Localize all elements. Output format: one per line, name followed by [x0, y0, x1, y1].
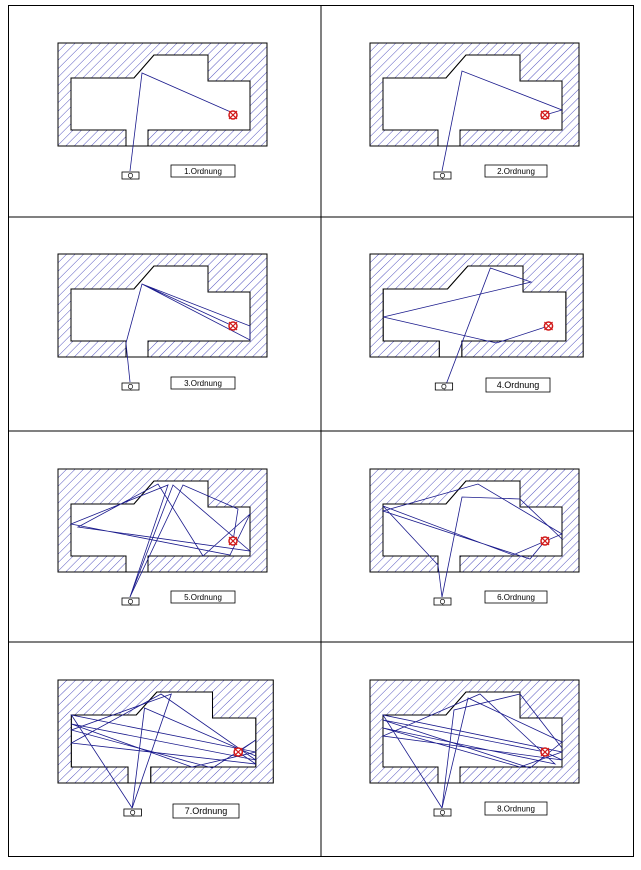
sound-ray — [131, 707, 256, 809]
panel-8: Q — [369, 679, 580, 817]
order-label-text: 1.Ordnung — [184, 167, 222, 176]
order-label: 7.Ordnung — [172, 803, 240, 819]
panel-4: Q — [369, 253, 584, 391]
order-label: 3.Ordnung — [170, 376, 236, 390]
panel-2: Q — [369, 42, 580, 180]
sound-ray — [381, 693, 564, 809]
source-box-icon: Q — [121, 597, 140, 606]
order-label-text: 4.Ordnung — [497, 380, 540, 390]
panel-6: Q — [369, 468, 580, 606]
order-label-text: 2.Ordnung — [497, 167, 535, 176]
sound-ray — [381, 483, 563, 598]
order-label: 2.Ordnung — [484, 164, 548, 178]
panel-7: Q — [57, 679, 274, 817]
receiver-marker-icon — [540, 536, 550, 546]
source-label: Q — [130, 809, 136, 817]
panel-3: Q — [57, 253, 268, 391]
order-label: 8.Ordnung — [484, 801, 548, 816]
sound-ray — [383, 267, 549, 387]
receiver-marker-icon — [228, 536, 238, 546]
source-box-icon: Q — [433, 808, 452, 817]
order-label-text: 7.Ordnung — [185, 806, 228, 816]
receiver-marker-icon — [540, 747, 550, 757]
room-interior — [70, 265, 251, 358]
sound-ray — [129, 72, 234, 172]
sound-ray — [69, 483, 252, 598]
source-label: Q — [440, 810, 446, 817]
source-box-icon: Q — [433, 171, 452, 180]
order-label-text: 6.Ordnung — [497, 593, 535, 602]
room-interior — [382, 480, 563, 573]
order-label-text: 3.Ordnung — [184, 379, 222, 388]
room-interior — [70, 54, 251, 147]
sound-ray — [129, 484, 239, 598]
panel-5: Q — [57, 468, 268, 606]
sound-ray — [70, 693, 256, 809]
receiver-marker-icon — [233, 747, 244, 757]
panel-1: Q — [57, 42, 268, 180]
receiver-marker-icon — [540, 110, 550, 120]
room-interior — [382, 54, 563, 147]
order-label: 5.Ordnung — [170, 590, 236, 604]
source-label: Q — [440, 173, 446, 180]
receiver-marker-icon — [543, 321, 554, 331]
order-label: 6.Ordnung — [484, 590, 548, 604]
order-label-text: 8.Ordnung — [497, 805, 535, 814]
order-label-text: 5.Ordnung — [184, 593, 222, 602]
sound-ray — [441, 70, 564, 172]
source-box-icon: Q — [121, 171, 140, 180]
order-label: 4.Ordnung — [485, 377, 551, 393]
order-label: 1.Ordnung — [170, 164, 236, 178]
panel-grid — [8, 5, 634, 857]
source-box-icon: Q — [123, 808, 142, 817]
room-interior — [70, 691, 257, 784]
room-interior — [70, 480, 251, 573]
receiver-marker-icon — [228, 110, 238, 120]
sound-ray — [441, 496, 563, 598]
sound-ray — [125, 283, 251, 383]
source-label: Q — [441, 384, 447, 391]
source-box-icon: Q — [434, 382, 454, 391]
sound-ray — [70, 693, 257, 809]
source-label: Q — [128, 384, 134, 391]
room-interior — [382, 265, 567, 358]
source-box-icon: Q — [121, 382, 140, 391]
source-box-icon: Q — [433, 597, 452, 606]
source-label: Q — [128, 173, 134, 180]
source-label: Q — [440, 599, 446, 606]
source-label: Q — [128, 599, 134, 606]
receiver-marker-icon — [228, 321, 238, 331]
sound-ray — [441, 693, 563, 809]
